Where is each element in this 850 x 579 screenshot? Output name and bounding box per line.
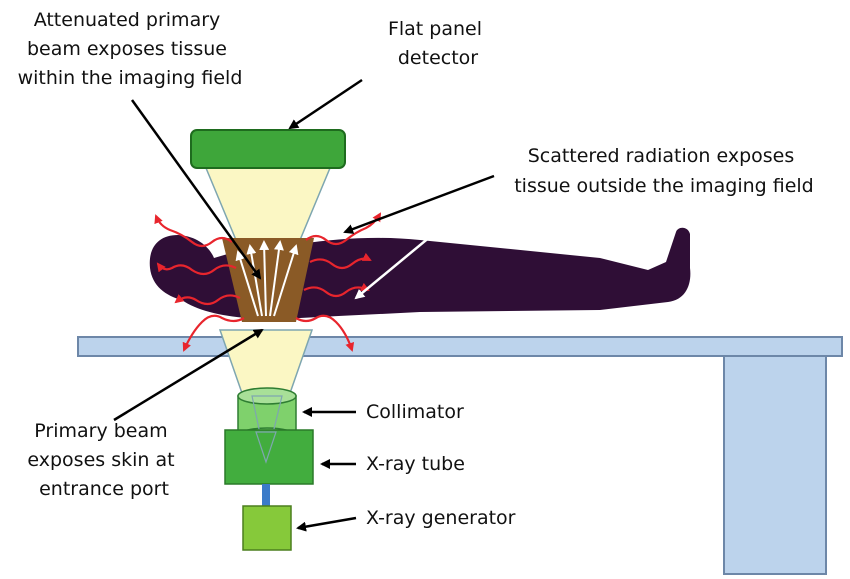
scatter-inside-arrow xyxy=(354,183,495,300)
generator-connector xyxy=(262,484,270,506)
x-ray-generator xyxy=(242,505,292,551)
scatter-arrows xyxy=(154,212,382,352)
label-scattered-radiation: Scattered radiation exposes tissue outsi… xyxy=(514,145,814,197)
flat-panel-detector xyxy=(190,129,346,169)
attenuated-beam-arrows xyxy=(235,240,299,317)
label-attenuated-beam: Attenuated primary beam exposes tissue w… xyxy=(18,9,243,89)
x-ray-tube xyxy=(224,429,314,485)
label-x-ray-generator: X-ray generator xyxy=(366,507,516,529)
label-collimator: Collimator xyxy=(366,401,464,423)
beam-origin xyxy=(255,431,277,464)
annotation-arrows xyxy=(113,78,495,532)
label-primary-beam: Primary beam exposes skin at entrance po… xyxy=(27,420,180,500)
table-leg xyxy=(723,351,827,575)
label-x-ray-tube: X-ray tube xyxy=(366,453,465,475)
label-flat-panel-detector: Flat panel detector xyxy=(388,18,488,69)
beam-in-collimator xyxy=(251,395,283,463)
table-top xyxy=(77,336,843,357)
